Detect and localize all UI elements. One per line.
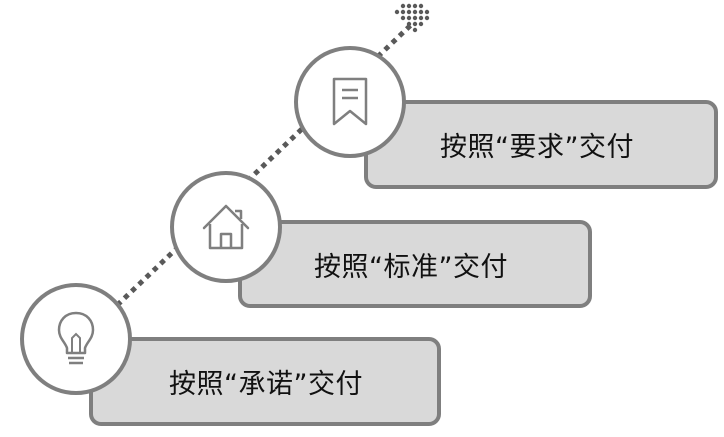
step-card-standard: 按照“标准”交付 (238, 220, 592, 308)
step-label-standard: 按照“标准”交付 (314, 251, 508, 283)
step-card-promise: 按照“承诺”交付 (89, 337, 441, 426)
connector-arrowhead-dots (394, 3, 430, 33)
step-label-promise: 按照“承诺”交付 (169, 369, 363, 400)
step-card-requirement: 按照“要求”交付 (364, 100, 718, 189)
step-label-requirement: 按照“要求”交付 (440, 132, 634, 163)
lightbulb-icon (56, 310, 96, 368)
step-circle-requirement (294, 46, 406, 158)
bookmark-icon (328, 76, 372, 128)
step-circle-standard (170, 171, 282, 283)
step-circle-promise (20, 283, 132, 395)
house-icon (200, 202, 252, 252)
